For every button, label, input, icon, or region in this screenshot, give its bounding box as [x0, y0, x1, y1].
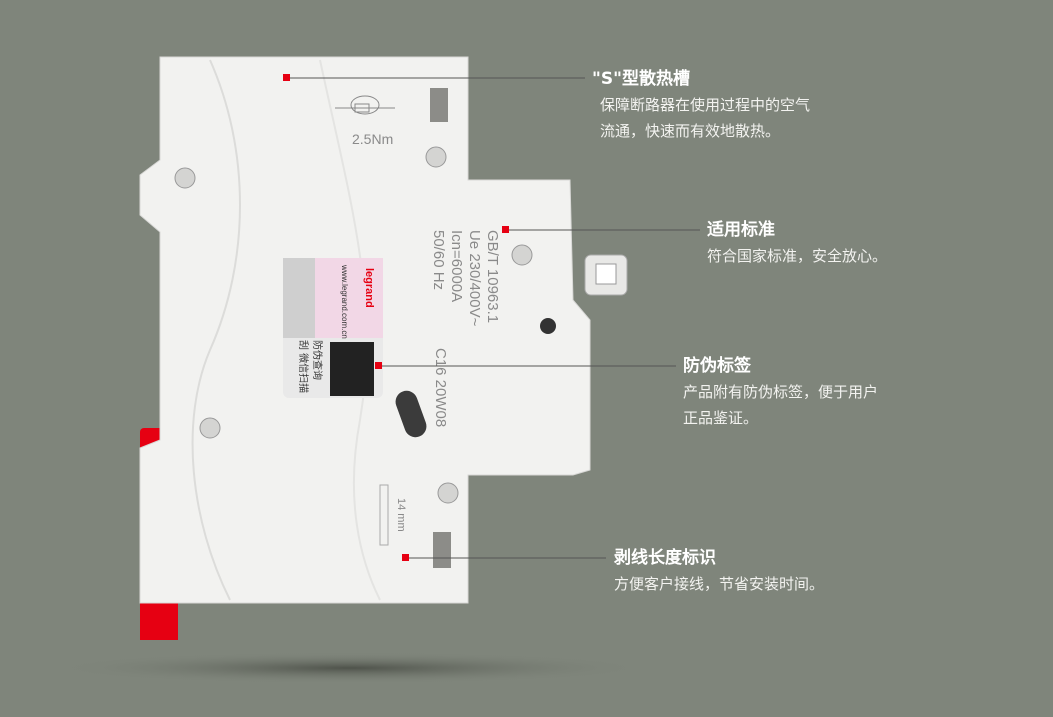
screw [511, 244, 533, 266]
annotation-heat-slot: "S"型散热槽 保障断路器在使用过程中的空气 流通，快速而有效地散热。 [592, 68, 810, 144]
annotation-desc: 方便客户接线，节省安装时间。 [614, 575, 825, 593]
annotation-desc: 正品鉴证。 [683, 409, 759, 427]
terminal-window [430, 88, 448, 122]
annotation-desc: 保障断路器在使用过程中的空气 [600, 96, 811, 114]
torque-label: 2.5Nm [352, 131, 393, 147]
annotation-title: 适用标准 [707, 220, 775, 240]
anti-counterfeit-sticker: legrand www.legrand.com.cn 防伪查询 刮 微信扫描 [283, 258, 383, 398]
annotation-standard: 适用标准 符合国家标准，安全放心。 [707, 219, 887, 269]
screw [425, 146, 447, 168]
qr-code [330, 342, 374, 396]
screwdriver-icon [335, 95, 395, 115]
frequency-label: 50/60 Hz [430, 230, 447, 290]
test-hole [540, 318, 556, 334]
screw [174, 167, 196, 189]
model-label: C16 20W08 [432, 348, 449, 427]
terminal-window [433, 532, 451, 568]
shadow [50, 652, 650, 684]
sticker-line1: 防伪查询 [311, 340, 324, 380]
annotation-title: 防伪标签 [683, 356, 751, 376]
annotation-title: 剥线长度标识 [614, 548, 716, 568]
website-text: www.legrand.com.cn [340, 264, 349, 339]
screw [437, 482, 459, 504]
annotation-desc: 产品附有防伪标签，便于用户 [683, 383, 879, 401]
leader-lines [287, 77, 700, 559]
annotation-anti-counterfeit: 防伪标签 产品附有防伪标签，便于用户 正品鉴证。 [683, 355, 878, 431]
voltage-label: Ue 230/400V~ [466, 230, 483, 327]
red-clip-bottom [140, 598, 178, 640]
marker-dot [402, 554, 409, 561]
s-slot-curve [191, 59, 241, 601]
strip-length-label: 14 mm [395, 498, 407, 532]
screw [199, 417, 221, 439]
annotation-strip-length: 剥线长度标识 方便客户接线，节省安装时间。 [614, 547, 824, 597]
marker-dot [502, 226, 509, 233]
breaking-label: Icn=6000A [448, 230, 465, 302]
marker-dot [375, 362, 382, 369]
sticker-line2: 刮 微信扫描 [297, 340, 310, 393]
toggle-lever [584, 254, 628, 296]
marker-dot [283, 74, 290, 81]
strip-gauge [379, 484, 389, 546]
annotation-desc: 符合国家标准，安全放心。 [707, 247, 888, 265]
indicator [395, 390, 427, 438]
annotation-title: "S"型散热槽 [592, 69, 690, 89]
annotation-desc: 流通，快速而有效地散热。 [600, 122, 781, 140]
legrand-logo: legrand [363, 268, 375, 308]
standard-label: GB/T 10963.1 [484, 230, 501, 323]
